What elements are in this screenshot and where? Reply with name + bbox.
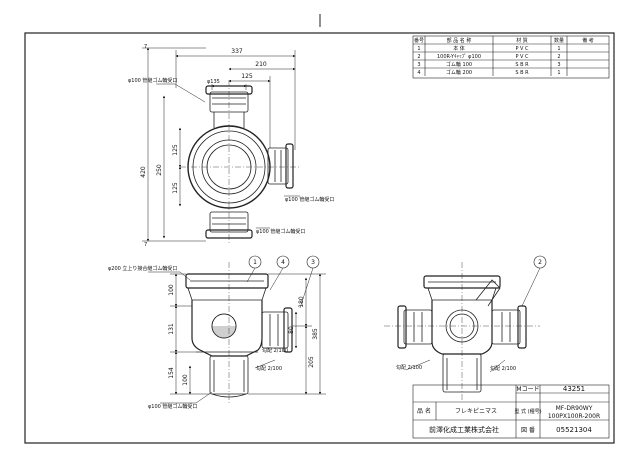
top-outlet-label: φ100 管継ゴム輪受口 xyxy=(128,77,177,84)
dim-7-bottom: 7 xyxy=(144,242,147,248)
code-label: 図 番 xyxy=(521,427,535,434)
front-dimensions xyxy=(148,267,326,404)
dim-180: 180 xyxy=(298,296,305,308)
side-view xyxy=(384,262,540,400)
table-cell: 本 体 xyxy=(453,45,465,52)
right-outlet-label: φ100 管継ゴム輪受口 xyxy=(285,196,334,203)
code-value: 05521304 xyxy=(556,426,592,434)
plan-dimensions xyxy=(142,47,300,242)
slope-left: 勾配 2/100 xyxy=(396,364,422,371)
dim-420: 420 xyxy=(140,166,147,178)
table-cell: 1 xyxy=(557,70,560,76)
dim-250: 250 xyxy=(156,164,163,176)
company-name: 前澤化成工業株式会社 xyxy=(429,425,499,434)
balloon-3: 3 xyxy=(311,259,315,266)
dim-100-bottom: 100 xyxy=(182,374,189,386)
table-cell: 3 xyxy=(417,62,420,68)
title-block-text: Mコード 43251 品 名 フレキピニマス 型 式 (種号) MF-DR90W… xyxy=(417,385,600,434)
mcode-value: 43251 xyxy=(563,385,585,393)
balloon-2: 2 xyxy=(538,259,542,266)
top-socket-label: φ200 立上り接合継ゴム輪受口 xyxy=(108,265,177,272)
table-cell: S B R xyxy=(515,62,529,68)
bottom-outlet-label: φ100 管継ゴム輪受口 xyxy=(256,228,305,235)
model-label: 型 式 (種号) xyxy=(514,408,541,415)
header-no: 番号 xyxy=(414,37,424,44)
header-name: 部 品 名 称 xyxy=(447,37,472,44)
bottom-outlet-label: φ100 管継ゴム輪受口 xyxy=(148,403,197,410)
dim-210: 210 xyxy=(255,61,267,68)
dim-125-upper: 125 xyxy=(172,144,179,156)
balloon-1: 1 xyxy=(253,259,257,266)
table-cell: ゴム輪 200 xyxy=(446,69,472,76)
parts-table xyxy=(412,35,610,79)
header-qty: 数量 xyxy=(554,37,564,44)
dim-205: 205 xyxy=(308,356,315,368)
plan-view xyxy=(180,80,300,244)
dim-125-top: 125 xyxy=(241,73,253,80)
table-cell: 4 xyxy=(417,70,420,76)
balloon-4: 4 xyxy=(281,259,285,266)
slope-label-1: 勾配 2/100 xyxy=(262,347,288,354)
header-remarks: 備 考 xyxy=(582,37,594,44)
dim-phi135: φ135 xyxy=(207,79,220,85)
dim-154: 154 xyxy=(168,367,175,379)
table-cell: 3 xyxy=(557,62,560,68)
dim-overall: 337 xyxy=(231,48,243,55)
model-value-1: MF-DR90WY xyxy=(556,405,593,412)
plan-dimension-labels: 337 210 125 φ135 φ100 管継ゴム輪受口 420 250 12… xyxy=(128,44,334,248)
name-value: フレキピニマス xyxy=(455,408,497,415)
model-value-2: 100PX100R-200R xyxy=(548,413,600,420)
slope-right: 勾配 2/100 xyxy=(490,365,516,372)
table-cell: 2 xyxy=(557,54,560,60)
front-view xyxy=(185,262,293,404)
table-cell: 1 xyxy=(417,46,420,52)
front-labels: 1 4 3 φ200 立上り接合継ゴム輪受口 100 131 154 100 1… xyxy=(108,259,319,410)
mcode-label: Mコード xyxy=(516,386,539,393)
side-labels: 2 勾配 2/100 勾配 2/100 xyxy=(396,259,542,372)
table-cell: S B R xyxy=(515,70,529,76)
balloon-2-shape xyxy=(533,255,547,269)
table-cell: 1 xyxy=(557,46,560,52)
slope-label-2: 勾配 2/100 xyxy=(256,365,282,372)
dim-7-top: 7 xyxy=(144,44,147,50)
dim-80: 80 xyxy=(288,326,295,334)
dim-131: 131 xyxy=(168,323,175,335)
name-label: 品 名 xyxy=(417,407,431,415)
table-cell: P V C xyxy=(515,46,529,52)
dim-125-lower: 125 xyxy=(172,182,179,194)
side-leaders xyxy=(405,267,541,373)
sheet-border xyxy=(24,32,615,444)
table-cell: 2 xyxy=(417,54,420,60)
parts-table-header: 番号 部 品 名 称 材 質 数量 備 考 xyxy=(414,37,594,44)
front-balloons xyxy=(248,255,320,269)
dim-385: 385 xyxy=(312,328,319,340)
header-material: 材 質 xyxy=(516,37,528,44)
table-cell: P V C xyxy=(515,54,529,60)
title-block xyxy=(412,384,610,439)
dim-100-top: 100 xyxy=(168,284,175,296)
table-cell: 100R-Yｷｬｯﾌﾟ φ100 xyxy=(437,53,481,60)
table-cell: ゴム輪 100 xyxy=(446,61,472,68)
parts-table-rows: 1 本 体 P V C 1 2 100R-Yｷｬｯﾌﾟ φ100 P V C 2… xyxy=(417,45,560,76)
